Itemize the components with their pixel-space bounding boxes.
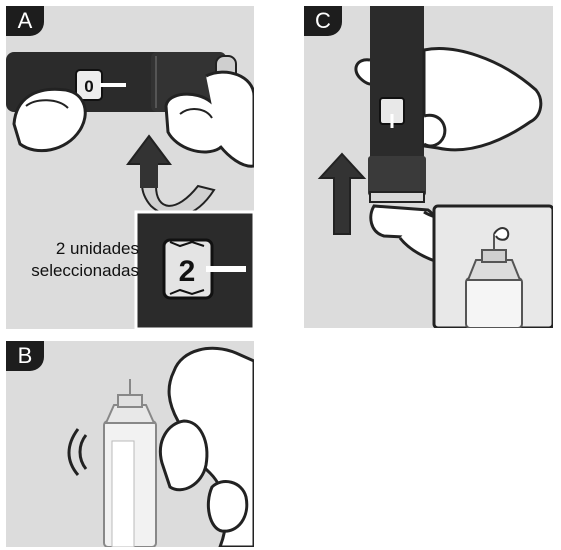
insulin-pen-vertical [368,6,426,203]
panel-b-illustration [67,346,254,547]
panel-c: C [304,6,553,328]
dose-caption-line-1: 2 unidades [55,239,139,258]
dose-caption: 2 unidades seleccionadas [14,238,139,282]
panel-c-illustration [317,6,553,328]
dose-inset: 2 [134,210,254,329]
panel-a-badge: A [6,6,44,36]
dose-inset-number: 2 [179,255,196,288]
insulin-pen-upright [103,379,157,547]
panel-a: A 0 [6,6,254,329]
panel-c-badge: C [304,6,342,36]
dose-caption-line-2: seleccionadas [31,261,139,280]
panel-a-illustration: 0 2 [6,52,254,329]
insulin-drop [493,227,510,241]
up-arrow-icon [317,152,367,235]
sound-wave-icon [67,428,88,476]
left-thumb [12,87,87,153]
needle-inset [432,204,553,328]
tapping-hand [159,346,254,547]
holding-hand [354,47,543,152]
panel-b: B [6,341,254,547]
curved-arrow-icon [126,134,216,218]
dose-window-number: 0 [84,77,93,96]
right-hand [164,70,254,168]
panel-b-badge: B [6,341,44,371]
